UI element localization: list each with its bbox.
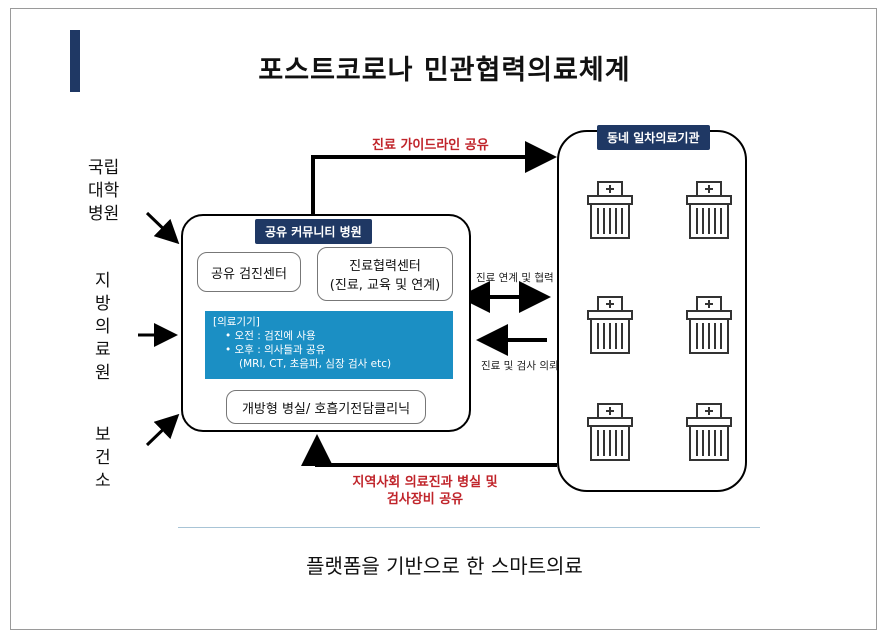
- open-ward-respiratory-clinic: 개방형 병실/ 호흡기전담클리닉: [226, 390, 426, 424]
- arrow-university-in: [145, 211, 180, 245]
- clinic-building-icon: [587, 296, 633, 354]
- medical-equipment-box: [의료기기] • 오전 : 검진에 사용 • 오후 : 의사들과 공유 (MRI…: [205, 311, 453, 379]
- clinic-building-icon: [587, 403, 633, 461]
- footer-caption: 플랫폼을 기반으로 한 스마트의료: [306, 554, 583, 578]
- clinic-building-icon: [686, 181, 732, 239]
- arrow-guideline: [311, 141, 557, 214]
- label-guideline-sharing: 진료 가이드라인 공유: [372, 138, 489, 153]
- clinic-building-icon: [587, 181, 633, 239]
- clinic-building-icon: [686, 296, 732, 354]
- label-care-referral: 진료 및 검사 의뢰: [481, 360, 559, 372]
- label-resource-sharing-line2: 검사장비 공유: [386, 492, 464, 507]
- equipment-heading: [의료기기]: [213, 316, 260, 328]
- equipment-detail: (MRI, CT, 초음파, 심장 검사 etc): [239, 358, 392, 370]
- label-care-link-coop: 진료 연계 및 협력: [476, 272, 554, 284]
- title-accent-bar: [70, 30, 80, 92]
- label-resource-sharing-line1: 지역사회 의료진과 병실 및: [352, 475, 498, 490]
- label-resource-sharing: 지역사회 의료진과 병실 및 검사장비 공유: [335, 474, 515, 508]
- care-coordination-center: 진료협력센터 (진료, 교육 및 연계): [317, 247, 453, 301]
- slide-frame: [10, 8, 877, 630]
- slide-title: 포스트코로나 민관협력의료체계: [258, 55, 631, 86]
- open-ward-label: 개방형 병실/ 호흡기전담클리닉: [241, 401, 411, 417]
- equipment-afternoon: • 오후 : 의사들과 공유: [225, 344, 326, 356]
- shared-checkup-center: 공유 검진센터: [197, 252, 301, 292]
- local-primary-care-tag: 동네 일차의료기관: [597, 125, 710, 150]
- shared-checkup-center-label: 공유 검진센터: [211, 266, 287, 282]
- equipment-morning: • 오전 : 검진에 사용: [225, 330, 316, 342]
- shared-community-hospital-tag: 공유 커뮤니티 병원: [255, 219, 372, 244]
- arrow-sharing: [301, 434, 557, 467]
- care-coordination-center-subtitle: (진료, 교육 및 연계): [329, 278, 441, 293]
- label-national-university-hospital: 국립 대학 병원: [88, 158, 120, 224]
- footer-divider: [178, 527, 760, 528]
- arrow-health-center-in: [145, 413, 180, 447]
- label-health-center: 보 건 소: [95, 425, 111, 491]
- clinic-building-icon: [686, 403, 732, 461]
- label-local-medical-center: 지 방 의 료 원: [95, 271, 111, 383]
- care-coordination-center-title: 진료협력센터: [349, 259, 421, 274]
